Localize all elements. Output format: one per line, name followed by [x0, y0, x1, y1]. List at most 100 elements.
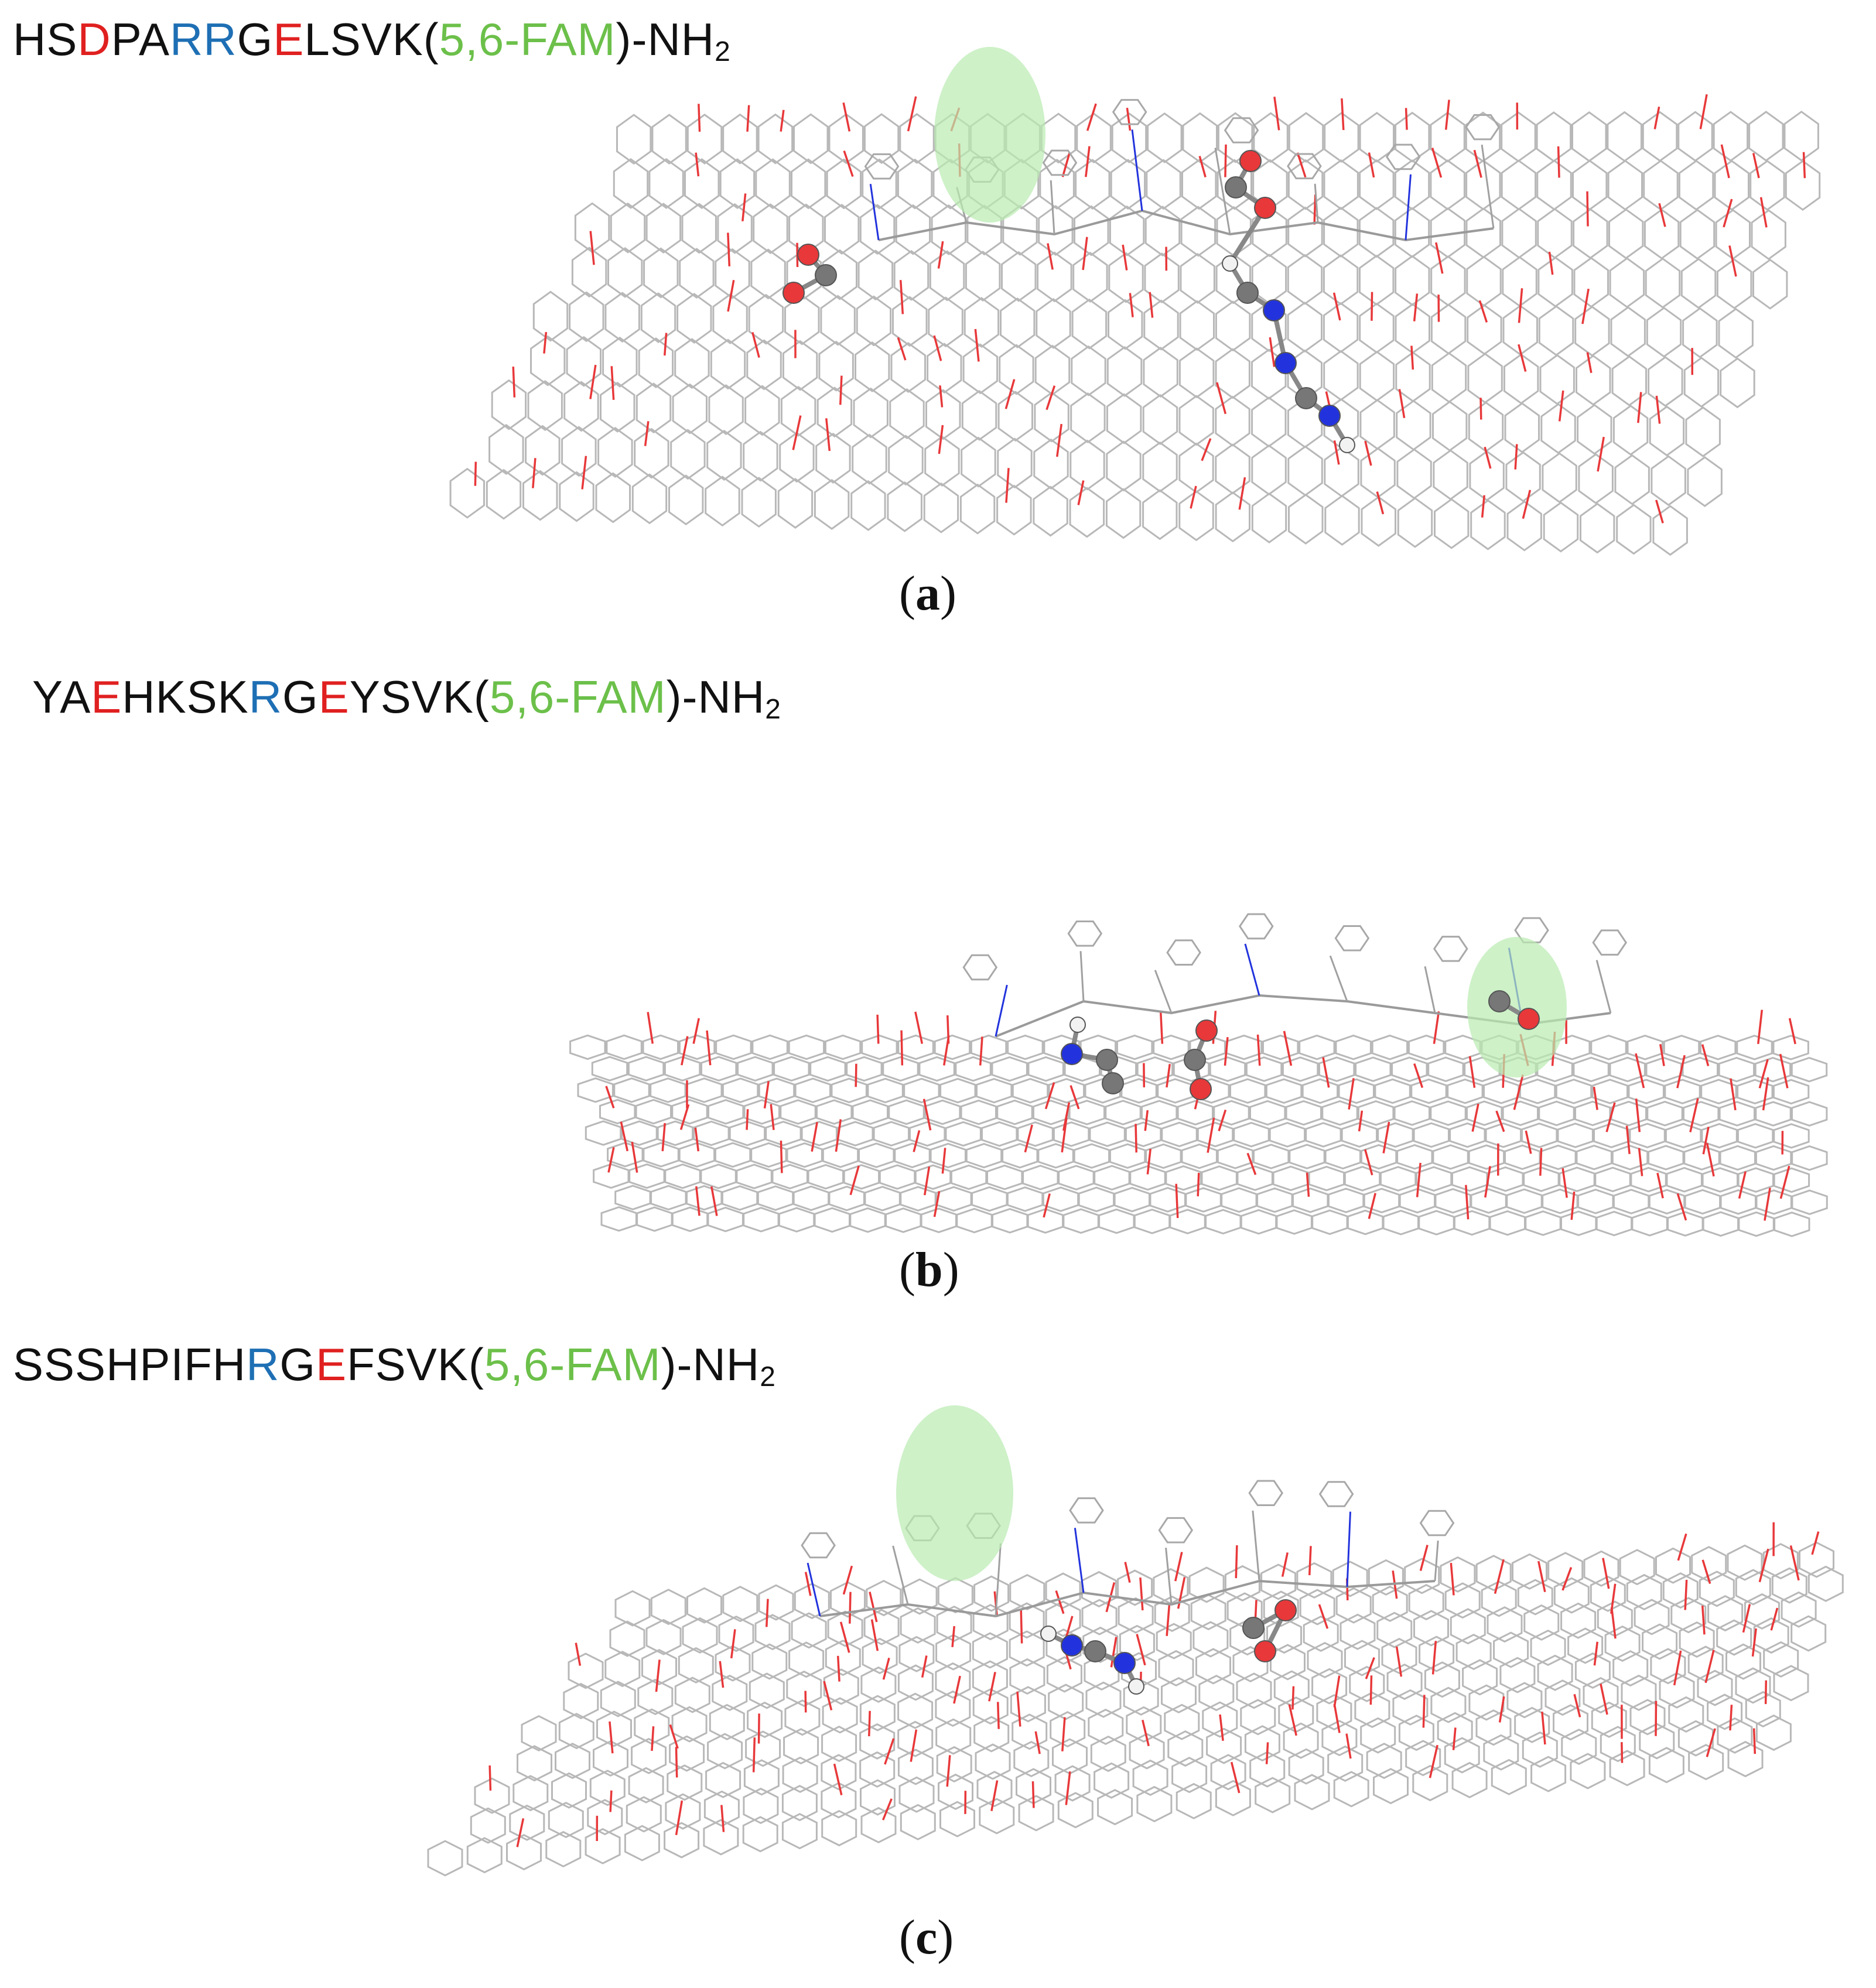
graphene-ring — [1491, 1758, 1527, 1795]
oxygen-group — [1635, 1053, 1645, 1089]
oxygen-group — [1431, 148, 1443, 178]
graphene-ring — [816, 1099, 853, 1125]
graphene-ring — [664, 1056, 701, 1082]
graphene-ring — [665, 1793, 701, 1830]
graphene-ring — [664, 1822, 700, 1859]
graphene-ring — [850, 480, 886, 531]
graphene-ring — [1105, 488, 1142, 539]
graphene-ring — [903, 1077, 940, 1104]
graphene-ring — [684, 158, 720, 209]
oxygen-group — [884, 1738, 895, 1765]
graphene-ring — [887, 481, 922, 532]
oxygen-group — [695, 152, 700, 177]
graphene-ring — [722, 113, 758, 165]
graphene-ring — [521, 1715, 557, 1751]
oxygen-group — [1230, 1761, 1241, 1794]
oxygen-group — [988, 1672, 996, 1702]
graphene-ring — [959, 483, 996, 535]
graphene-ring — [1481, 1580, 1517, 1617]
graphene-ring — [1419, 1635, 1455, 1672]
oxygen-group — [1548, 251, 1554, 275]
graphene-ring — [973, 1575, 1010, 1612]
atom-sphere — [1184, 1049, 1206, 1071]
oxygen-group — [939, 385, 944, 408]
graphene-ring — [1143, 347, 1178, 398]
graphene-ring — [1154, 1595, 1190, 1632]
graphene-ring — [1652, 505, 1688, 556]
oxygen-group — [1061, 152, 1071, 177]
graphene-ring — [997, 437, 1033, 489]
aromatic-ring — [1334, 925, 1370, 952]
graphene-ring — [925, 389, 961, 440]
graphene-ring — [1296, 1562, 1332, 1599]
graphene-ring — [1045, 1600, 1081, 1637]
graphene-ring — [1355, 1056, 1392, 1082]
graphene-ring — [1360, 447, 1396, 498]
graphene-ring — [777, 478, 814, 529]
graphene-ring — [624, 1825, 660, 1862]
atom-sphere — [1263, 299, 1285, 321]
graphene-ring — [1009, 1658, 1045, 1695]
oxygen-group — [1723, 199, 1733, 228]
graphene-ring — [1580, 502, 1615, 554]
oxygen-group — [1273, 97, 1280, 131]
graphene-ring — [814, 479, 850, 530]
graphene-ring — [555, 1743, 590, 1780]
graphene-ring — [1217, 112, 1253, 163]
oxygen-group — [1044, 1082, 1055, 1110]
graphene-ring — [1033, 485, 1068, 537]
graphene-ring — [1505, 451, 1541, 502]
sequence-segment: HKSK — [122, 671, 249, 723]
graphene-ring — [939, 1801, 975, 1838]
graphene-ring — [1288, 1748, 1324, 1785]
graphene-ring — [754, 1614, 791, 1651]
graphene-ring — [1178, 395, 1214, 446]
graphene-ring — [717, 203, 753, 254]
graphene-ring — [1366, 1743, 1402, 1780]
graphene-ring — [474, 1777, 510, 1814]
graphene-ring — [1677, 1720, 1714, 1757]
peptide-backbone — [878, 209, 1494, 242]
graphene-ring — [707, 1206, 744, 1233]
graphene-ring — [1215, 348, 1250, 399]
oxygen-group — [1658, 203, 1666, 227]
aromatic-ring — [1592, 929, 1628, 956]
graphene-sheet — [449, 94, 1821, 556]
oxygen-group — [1653, 106, 1660, 129]
oxygen-group — [706, 1030, 712, 1066]
graphene-ring — [1085, 1681, 1122, 1718]
oxygen-group — [1174, 1552, 1183, 1582]
sequence-segment: YSVK( — [349, 671, 490, 723]
graphene-ring — [1783, 110, 1819, 162]
graphene-ring — [1735, 1667, 1771, 1704]
graphene-ring — [1298, 1034, 1335, 1060]
aromatic-ring — [1287, 153, 1322, 180]
graphene-ring — [743, 1787, 779, 1824]
graphene-ring — [1612, 1650, 1649, 1687]
graphene-ring — [1043, 1034, 1080, 1060]
graphene-ring — [1451, 1761, 1488, 1798]
graphene-ring — [750, 1142, 787, 1168]
graphene-ring — [1791, 1189, 1828, 1215]
oxygen-group — [1676, 1055, 1686, 1089]
graphene-ring — [751, 1034, 788, 1060]
graphene-ring — [1269, 1122, 1306, 1148]
graphene-ring — [609, 1620, 645, 1657]
graphene-ring — [595, 472, 631, 523]
graphene-ring — [1132, 1759, 1168, 1796]
graphene-ring — [1501, 111, 1536, 163]
oxygen-group — [575, 1643, 582, 1666]
oxygen-group — [1600, 1684, 1608, 1715]
graphene-ring — [1368, 1559, 1404, 1596]
graphene-ring — [1683, 1145, 1720, 1171]
sequence-segment: 5,6-FAM — [484, 1339, 661, 1390]
graphene-ring — [751, 1643, 788, 1680]
graphene-ring — [681, 203, 717, 254]
graphene-ring — [714, 1142, 751, 1168]
oxygen-group — [1471, 1103, 1479, 1132]
oxygen-group — [1431, 1641, 1437, 1675]
graphene-ring — [600, 1206, 637, 1232]
oxygen-group — [849, 1165, 860, 1196]
oxygen-group — [1581, 288, 1590, 324]
graphene-ring — [1763, 1641, 1799, 1678]
